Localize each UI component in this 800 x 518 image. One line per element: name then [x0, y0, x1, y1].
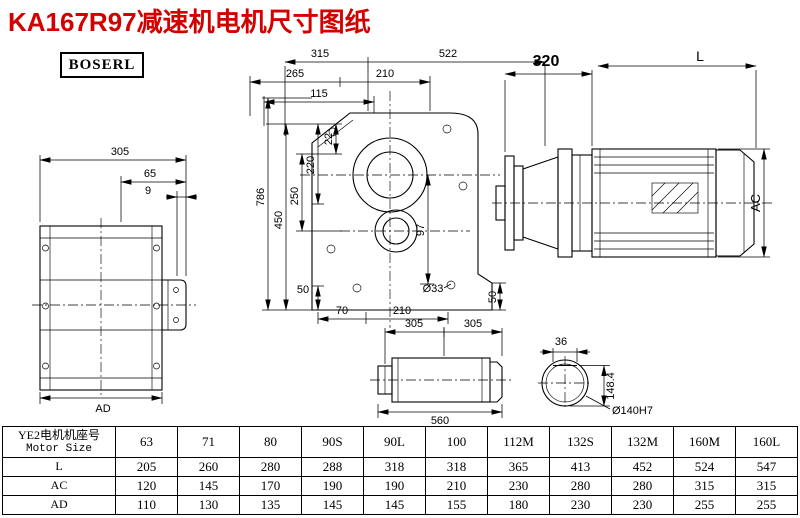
value-cell: 145 — [363, 495, 426, 515]
dim-36-label: 36 — [555, 336, 567, 348]
value-cell: 280 — [239, 457, 302, 477]
motor-size-header-cn: YE2电机机座号 — [18, 428, 100, 443]
value-cell: 315 — [673, 476, 736, 496]
value-cell: 145 — [301, 495, 364, 515]
value-cell: 318 — [363, 457, 426, 477]
value-cell: 230 — [487, 476, 550, 496]
size-cell: 90L — [363, 426, 426, 458]
dim-522-label: 522 — [439, 48, 457, 60]
size-cell: 132S — [549, 426, 612, 458]
value-cell: 315 — [735, 476, 798, 496]
dim-115-label: 115 — [310, 88, 328, 100]
value-cell: 135 — [239, 495, 302, 515]
value-cell: 230 — [549, 495, 612, 515]
value-cell: 120 — [115, 476, 178, 496]
size-cell: 63 — [115, 426, 178, 458]
dim-L-label: L — [696, 48, 704, 64]
side-view-shaft-boss — [161, 279, 187, 331]
dim-148-label: 148.4 — [605, 372, 617, 400]
value-cell: 230 — [611, 495, 674, 515]
output-shaft-side-view: 305 305 560 — [370, 318, 512, 426]
dim-305b-label: 305 — [464, 318, 482, 330]
value-cell: 280 — [549, 476, 612, 496]
dim-50-left-label: 50 — [297, 284, 309, 296]
dim-220-label: 220 — [305, 156, 317, 174]
size-cell: 160M — [673, 426, 736, 458]
motor-nameplate — [651, 182, 699, 214]
dim-210-top-label: 210 — [376, 68, 394, 80]
value-cell: 260 — [177, 457, 240, 477]
value-cell: 318 — [425, 457, 488, 477]
shaft-body — [391, 357, 491, 403]
value-cell: 452 — [611, 457, 674, 477]
value-cell: 365 — [487, 457, 550, 477]
motor-assembly-view: 320 L AC — [492, 48, 775, 258]
value-cell: 413 — [549, 457, 612, 477]
value-cell: 170 — [239, 476, 302, 496]
dim-315-label: 315 — [311, 48, 329, 60]
dim-65-label: 65 — [144, 168, 156, 180]
value-cell: 205 — [115, 457, 178, 477]
value-cell: 180 — [487, 495, 550, 515]
brand-logo: BOSERL — [60, 52, 144, 78]
value-cell: 190 — [363, 476, 426, 496]
gearbox-front-view: 315 522 265 210 115 22 220 250 — [249, 48, 546, 328]
table-header-row: YE2电机机座号 Motor Size 63 71 80 90S 90L 100… — [2, 426, 798, 458]
dim-9-label: 9 — [145, 185, 151, 197]
motor-size-table: YE2电机机座号 Motor Size 63 71 80 90S 90L 100… — [2, 426, 798, 515]
motor-size-header-en: Motor Size — [25, 442, 92, 455]
dim-AD-label: AD — [95, 403, 110, 415]
dim-305a-label: 305 — [405, 318, 423, 330]
size-cell: 71 — [177, 426, 240, 458]
shaft-end-view: 36 148.4 Ø140H7 — [538, 336, 653, 417]
dim-97-label: 97 — [415, 224, 427, 236]
dim-50-right-label: 50 — [487, 291, 499, 303]
value-cell: 255 — [735, 495, 798, 515]
value-cell: 190 — [301, 476, 364, 496]
fan-cowl — [715, 149, 755, 257]
dim-786-label: 786 — [255, 188, 267, 206]
value-cell: 547 — [735, 457, 798, 477]
value-cell: 288 — [301, 457, 364, 477]
dim-22-label: 22 — [323, 133, 335, 145]
value-cell: 145 — [177, 476, 240, 496]
dim-d140-label: Ø140H7 — [612, 405, 653, 417]
value-cell: 110 — [115, 495, 178, 515]
size-cell: 132M — [611, 426, 674, 458]
row-label: L — [2, 457, 116, 477]
table-row-L: L 205 260 280 288 318 318 365 413 452 52… — [2, 457, 798, 477]
value-cell: 280 — [611, 476, 674, 496]
technical-drawing: 305 65 9 AD — [32, 48, 775, 426]
size-cell: 112M — [487, 426, 550, 458]
value-cell: 255 — [673, 495, 736, 515]
dim-250-label: 250 — [289, 187, 301, 205]
brand-text: BOSERL — [68, 56, 136, 73]
motor-size-header-cell: YE2电机机座号 Motor Size — [2, 426, 116, 458]
dim-210-bottom-label: 210 — [393, 305, 411, 317]
dim-d33-label: Ø33 — [423, 283, 444, 295]
value-cell: 130 — [177, 495, 240, 515]
gearbox-side-view: 305 65 9 AD — [32, 146, 197, 415]
size-cell: 90S — [301, 426, 364, 458]
size-cell: 100 — [425, 426, 488, 458]
value-cell: 155 — [425, 495, 488, 515]
dim-450-label: 450 — [273, 211, 285, 229]
dim-320-label: 320 — [533, 53, 560, 70]
dim-305-side-label: 305 — [111, 146, 129, 158]
row-label: AD — [2, 495, 116, 515]
page-title: KA167R97减速机电机尺寸图纸 — [8, 7, 371, 37]
dim-70-label: 70 — [336, 305, 348, 317]
size-cell: 80 — [239, 426, 302, 458]
value-cell: 210 — [425, 476, 488, 496]
dim-AC-label: AC — [748, 194, 763, 212]
size-cell: 160L — [735, 426, 798, 458]
table-row-AD: AD 110 130 135 145 145 155 180 230 230 2… — [2, 495, 798, 515]
dim-265-label: 265 — [286, 68, 304, 80]
row-label: AC — [2, 476, 116, 496]
front-view-housing — [311, 112, 493, 311]
dim-560-label: 560 — [431, 415, 449, 426]
table-row-AC: AC 120 145 170 190 190 210 230 280 280 3… — [2, 476, 798, 496]
value-cell: 524 — [673, 457, 736, 477]
